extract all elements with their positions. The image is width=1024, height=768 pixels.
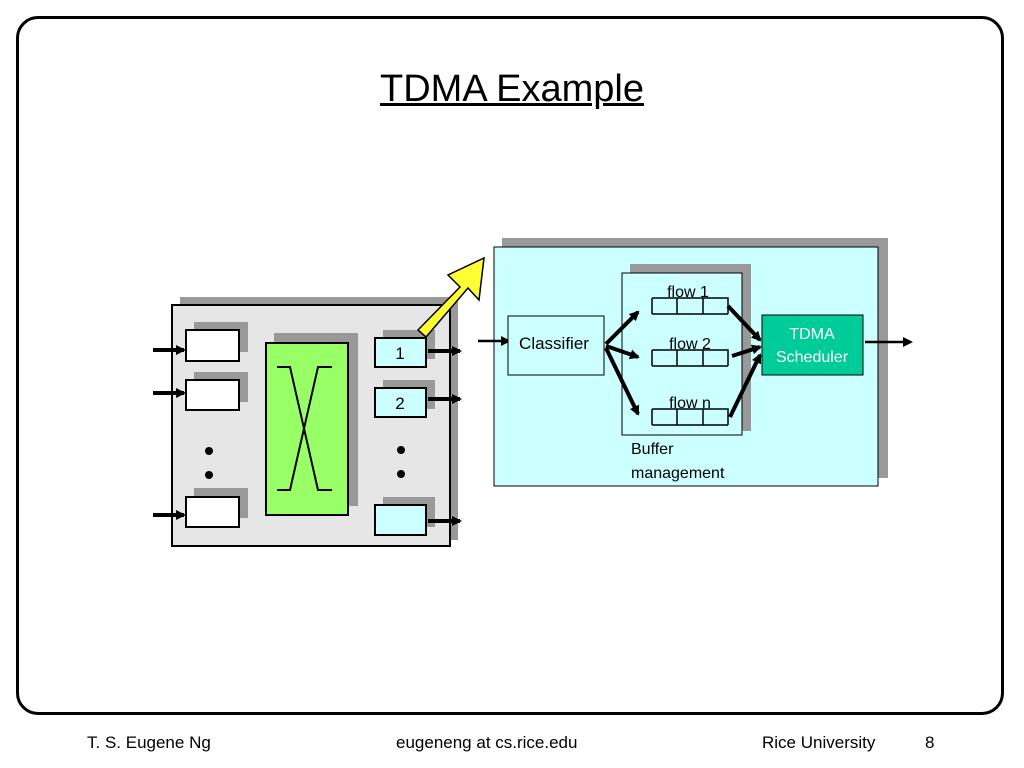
output-port-2: 2 [374, 380, 435, 418]
schedule-arrow [728, 353, 762, 418]
input-port-1 [185, 322, 248, 362]
buffer-label-line2: management [631, 465, 725, 482]
ellipsis-dot [205, 447, 213, 455]
classifier-label: Classifier [519, 334, 589, 353]
scheduler-label-line2: Scheduler [776, 349, 849, 366]
slide-title: TDMA Example [380, 68, 644, 110]
scheduler-label-line1: TDMA [789, 326, 835, 343]
footer-university: Rice University [762, 733, 876, 752]
flow-label: flow n [669, 395, 711, 412]
output-port-label: 1 [395, 344, 404, 363]
classify-arrow [605, 344, 640, 360]
tdma-scheduler-box: TDMA Scheduler [761, 314, 864, 376]
classify-arrow [604, 310, 640, 346]
zoom-arrow-icon [416, 256, 485, 339]
output-port-label: 2 [395, 394, 404, 413]
output-port-detail-panel: Classifier flow 1 flow 2 flow n TDMA [478, 238, 913, 487]
ellipsis-dot [205, 471, 213, 479]
output-port-n [374, 497, 435, 536]
slide-frame [16, 16, 1004, 715]
schedule-arrow [726, 304, 762, 342]
input-port-2 [185, 372, 248, 411]
flow-queue-2: flow 2 [651, 336, 729, 367]
flow-label: flow 2 [669, 336, 711, 353]
footer-author: T. S. Eugene Ng [87, 733, 211, 752]
ellipsis-dot [397, 470, 405, 478]
ellipsis-dot [397, 446, 405, 454]
input-port-n [185, 488, 248, 528]
flow-queue-1: flow 1 [651, 284, 729, 315]
switch-fabric [265, 333, 358, 516]
classifier-box: Classifier [507, 315, 605, 376]
flow-label: flow 1 [667, 284, 709, 301]
buffer-label-line1: Buffer [631, 441, 674, 458]
schedule-arrow [731, 344, 762, 358]
footer-page-number: 8 [925, 733, 935, 752]
flow-queue-n: flow n [651, 395, 729, 426]
classify-arrow [604, 347, 640, 416]
buffer-management-box [621, 272, 743, 436]
footer-email: eugeneng at cs.rice.edu [396, 733, 578, 752]
router: 1 2 [153, 297, 462, 547]
